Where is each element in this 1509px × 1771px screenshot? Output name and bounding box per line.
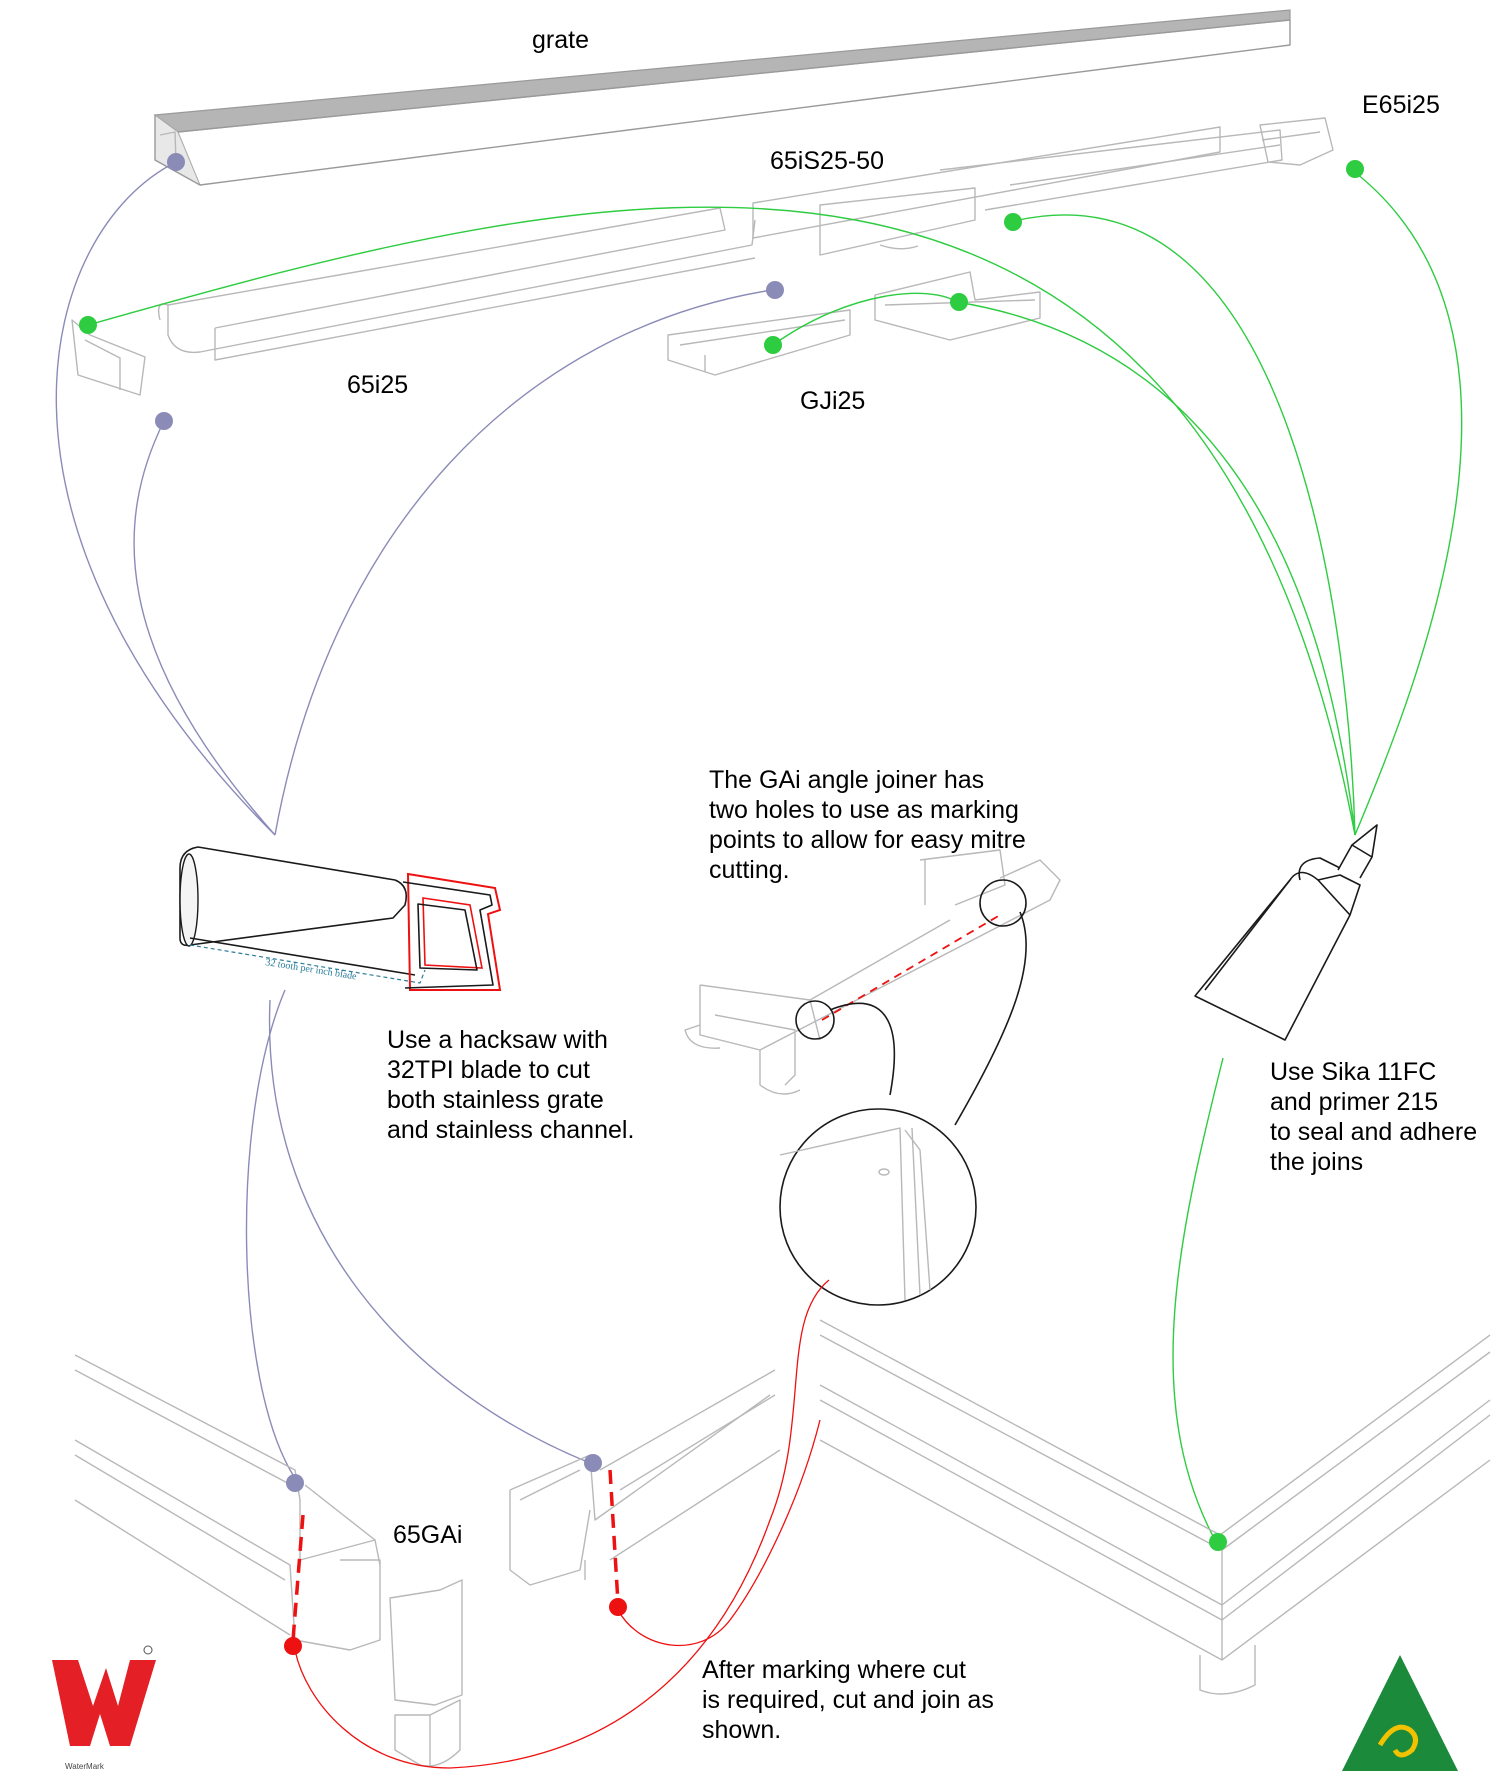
label-65i25: 65i25 bbox=[347, 371, 409, 399]
label-65gai: 65GAi bbox=[393, 1521, 463, 1549]
watermark-logo-text: WaterMark bbox=[65, 1762, 104, 1771]
label-e65i25: E65i25 bbox=[1362, 91, 1440, 119]
endcap-e65i25 bbox=[1259, 117, 1334, 166]
green-curve-gji bbox=[956, 301, 1356, 836]
green-dot-corner bbox=[1209, 1533, 1227, 1551]
blade-label: 32 tooth per inch blade bbox=[265, 957, 358, 982]
label-65is25-50: 65iS25-50 bbox=[770, 147, 884, 175]
hacksaw-illustration: 32 tooth per inch blade bbox=[179, 846, 502, 991]
red-curve-right-cut bbox=[617, 1419, 821, 1647]
australian-made-icon bbox=[1342, 1655, 1458, 1771]
green-dot-gji-right bbox=[950, 293, 968, 311]
joiner-65gai bbox=[389, 1579, 463, 1767]
purple-curve-channel bbox=[133, 420, 276, 836]
purple-dot-cut-right bbox=[584, 1454, 602, 1472]
purple-curve-gji bbox=[274, 289, 773, 836]
purple-dot-grate bbox=[167, 153, 185, 171]
watermark-logo-icon bbox=[52, 1645, 156, 1746]
green-curve-endcap-left bbox=[87, 206, 1356, 836]
purple-dot-gji bbox=[766, 281, 784, 299]
cut-note: After marking where cut is required, cut… bbox=[702, 1656, 994, 1744]
red-dot-cut-left bbox=[284, 1637, 302, 1655]
green-dot-endcap-left bbox=[79, 316, 97, 334]
cut-line-right bbox=[608, 1469, 620, 1604]
grate-part bbox=[153, 9, 1291, 187]
green-curve-65is bbox=[1009, 214, 1356, 836]
green-dot-e65i25 bbox=[1346, 160, 1364, 178]
green-curve-sika bbox=[1172, 1057, 1224, 1541]
red-dot-cut-right bbox=[609, 1598, 627, 1616]
channel-65is25-50 bbox=[752, 126, 1283, 256]
purple-curve-saw-left bbox=[245, 989, 294, 1476]
bottom-right-channel bbox=[819, 1319, 1491, 1695]
purple-dot-channel bbox=[155, 412, 173, 430]
green-dot-65is bbox=[1004, 213, 1022, 231]
purple-dot-cut-left bbox=[286, 1474, 304, 1492]
hacksaw-note: Use a hacksaw with 32TPI blade to cut bo… bbox=[387, 1026, 635, 1144]
label-grate: grate bbox=[532, 26, 589, 54]
bottom-left-channel bbox=[74, 1354, 381, 1651]
joiner-gji25-left bbox=[667, 309, 851, 376]
joiner-note: The GAi angle joiner has two holes to us… bbox=[709, 766, 1026, 884]
green-dot-gji-left bbox=[764, 336, 782, 354]
purple-curve-saw-right bbox=[268, 999, 591, 1464]
connector-lines-purple bbox=[55, 161, 773, 1476]
cut-markers-red bbox=[291, 1279, 830, 1769]
connector-dots bbox=[79, 153, 1364, 1655]
connector-lines-green bbox=[87, 169, 1463, 1541]
sika-tube-illustration bbox=[1194, 824, 1378, 1041]
sika-note: Use Sika 11FC and primer 215 to seal and… bbox=[1270, 1058, 1478, 1176]
green-curve-e65i25 bbox=[1351, 169, 1463, 836]
label-gji25: GJi25 bbox=[800, 387, 866, 415]
red-curve-joiner bbox=[294, 1279, 830, 1769]
bottom-middle-channel bbox=[509, 1369, 781, 1586]
purple-curve-grate bbox=[55, 161, 276, 836]
channel-65i25 bbox=[157, 207, 756, 361]
angle-joiner-illustration bbox=[684, 849, 1061, 1306]
green-curve-gji-small bbox=[772, 292, 958, 346]
cut-line-left bbox=[291, 1514, 305, 1641]
